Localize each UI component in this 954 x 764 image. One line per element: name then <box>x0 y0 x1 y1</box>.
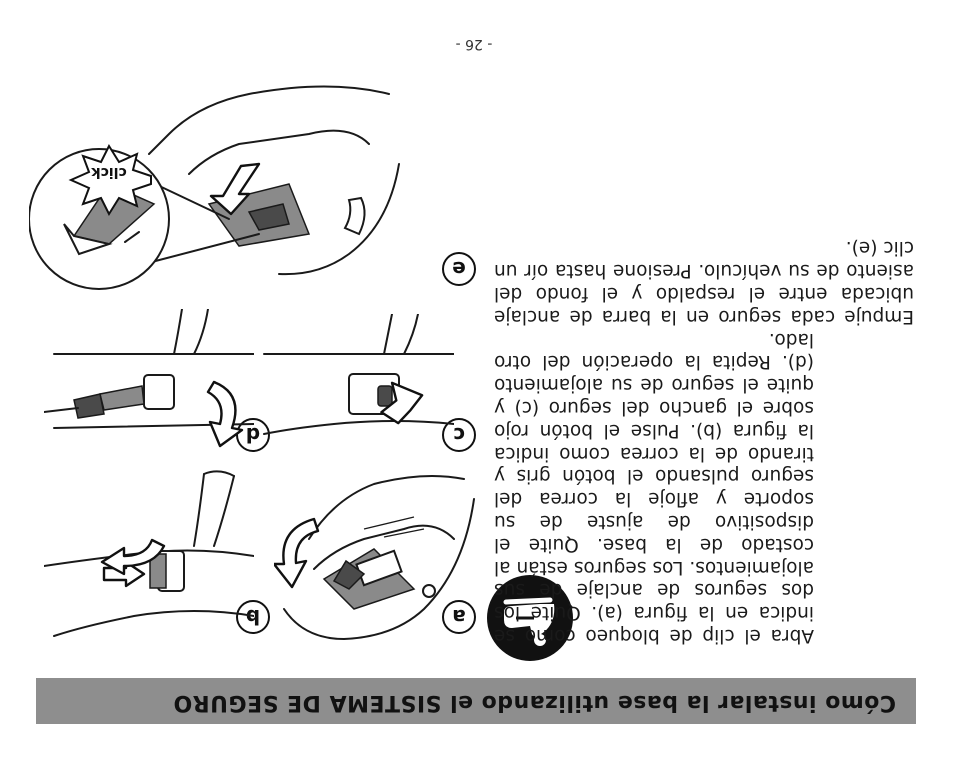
instruction-paragraph-1: Abra el clip de bloqueo como se indica e… <box>494 328 814 646</box>
instruction-text: Abra el clip de bloqueo como se indica e… <box>494 236 914 646</box>
page-number: - 26 - <box>455 36 493 52</box>
figure-e-illustration: click <box>29 85 400 290</box>
click-label: click <box>91 164 127 180</box>
instruction-paragraph-2: Empuje cada seguro en la barra de anclaj… <box>494 237 914 327</box>
figure-a-illustration <box>274 474 475 640</box>
baby-car-seat-icon <box>487 575 573 661</box>
figure-d-illustration <box>44 309 254 448</box>
section-title: Cómo instalar la base utilizando el SIST… <box>173 690 896 715</box>
figure-c-illustration <box>263 314 454 435</box>
figure-label-e: e <box>442 252 476 286</box>
figure-b-illustration <box>44 470 254 637</box>
